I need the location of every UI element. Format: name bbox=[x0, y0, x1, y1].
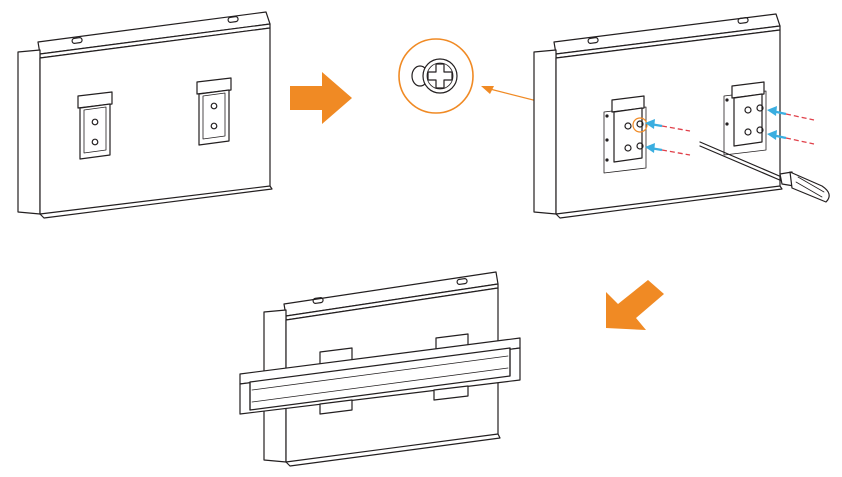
din-clip-left bbox=[77, 91, 113, 160]
screwdriver-icon bbox=[699, 141, 830, 203]
enclosure-step2 bbox=[533, 13, 830, 219]
step-arrow-right bbox=[290, 72, 352, 124]
din-clip-left-fastened bbox=[603, 95, 648, 174]
screw-insertion-arrows bbox=[645, 106, 815, 156]
enclosure-step3 bbox=[239, 271, 521, 467]
din-clip-right bbox=[196, 77, 232, 146]
phillips-screw-icon bbox=[398, 38, 474, 114]
enclosure-step1 bbox=[17, 11, 273, 219]
din-clip-right-fastened bbox=[723, 81, 767, 156]
din-rail bbox=[239, 337, 521, 415]
step-arrow-down-left bbox=[606, 280, 664, 330]
